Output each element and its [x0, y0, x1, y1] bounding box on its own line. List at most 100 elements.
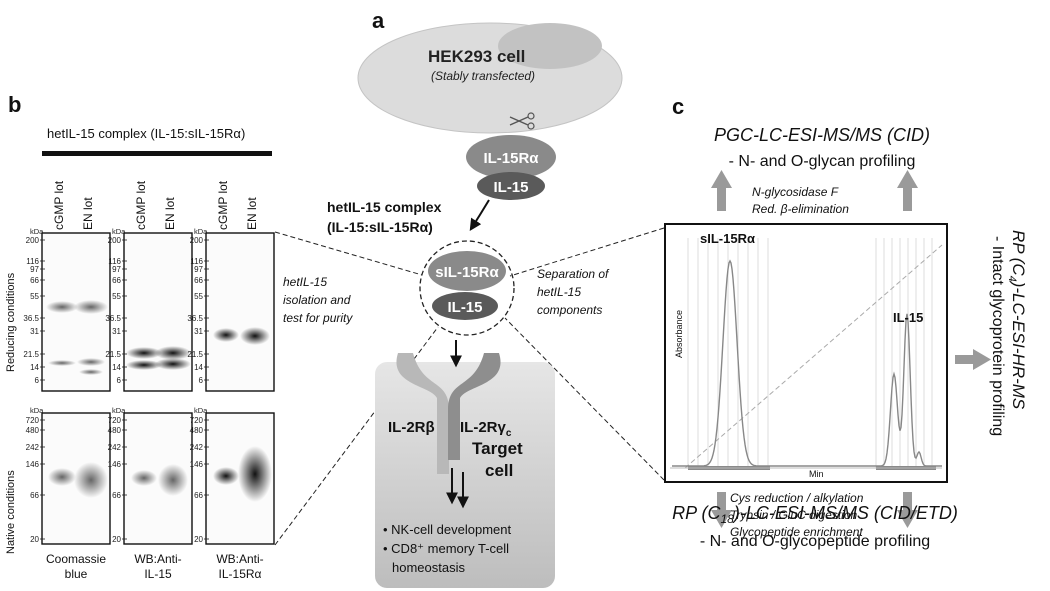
- tick-label: 200: [108, 236, 122, 245]
- gel-band: [126, 347, 162, 359]
- tick-label: 20: [194, 535, 203, 544]
- tick-label: 242: [26, 443, 40, 452]
- tick-label: 21.5: [105, 350, 121, 359]
- gel-header: hetIL-15 complex (IL-15:sIL-15Rα): [47, 126, 245, 141]
- kda-label: kDa: [194, 406, 208, 415]
- il2rg-chain: [448, 353, 501, 460]
- chromatogram-xlabel: Min: [809, 469, 824, 479]
- tick-label: 116: [26, 257, 39, 266]
- tick-label: 21.5: [187, 350, 203, 359]
- chromatogram-trace: [672, 259, 942, 467]
- connector-to-gel-top: [274, 231, 423, 276]
- gel-band: [238, 446, 272, 502]
- blot-caption: IL-15Rα: [219, 567, 262, 581]
- tick-label: 146: [108, 460, 122, 469]
- kda-label: kDa: [112, 227, 126, 236]
- tick-label: 116: [108, 257, 121, 266]
- blot-caption: Coomassie: [46, 552, 106, 566]
- gel-header-bar: [42, 151, 272, 156]
- gel-band: [155, 358, 191, 370]
- kda-label: kDa: [194, 227, 208, 236]
- gel-band: [126, 360, 162, 370]
- gel-band: [240, 327, 270, 345]
- tick-label: 66: [112, 491, 121, 500]
- blot-caption: WB:Anti-: [134, 552, 181, 566]
- blot-caption: IL-15: [144, 567, 172, 581]
- tick-label: 480: [26, 426, 40, 435]
- tick-label: 116: [190, 257, 203, 266]
- blot-caption: WB:Anti-: [216, 552, 263, 566]
- peptide-step-2: Trypsin / GluC digestion: [730, 508, 857, 522]
- lane-label: cGMP lot: [216, 180, 230, 230]
- kda-label: kDa: [30, 406, 44, 415]
- native-conditions-label: Native conditions: [5, 470, 17, 554]
- gel-band: [74, 462, 108, 498]
- lane-label: cGMP lot: [134, 180, 148, 230]
- target-label-2: cell: [485, 461, 513, 480]
- kda-label: kDa: [112, 406, 126, 415]
- connector-to-chrom-bottom: [504, 317, 665, 481]
- reducing-blot: [205, 232, 275, 392]
- tick-label: 480: [190, 426, 204, 435]
- reducing-conditions-label: Reducing conditions: [5, 272, 17, 372]
- peptide-step-1: Cys reduction / alkylation: [730, 491, 864, 505]
- gel-band: [213, 328, 239, 342]
- fraction-lines: [687, 238, 933, 468]
- outcome-bullet-2: • CD8⁺ memory T-cell: [383, 541, 509, 556]
- tick-label: 55: [30, 292, 39, 301]
- gel-band: [74, 300, 108, 314]
- tick-label: 146: [190, 460, 204, 469]
- panel-c-label: c: [672, 94, 684, 119]
- tick-label: 66: [112, 276, 121, 285]
- tick-label: 720: [26, 416, 40, 425]
- complex-circle: [419, 240, 515, 336]
- tick-label: 97: [30, 265, 39, 274]
- tick-label: 14: [194, 363, 203, 372]
- down-arrow-left: [711, 492, 732, 528]
- sil15ra-shape: [428, 251, 506, 291]
- blot-caption: blue: [65, 567, 88, 581]
- tick-label: 97: [194, 265, 203, 274]
- target-label-1: Target: [472, 439, 523, 458]
- hek293-title: HEK293 cell: [428, 47, 525, 66]
- gel-band: [48, 468, 76, 486]
- tick-label: 720: [108, 416, 122, 425]
- tick-label: 720: [190, 416, 204, 425]
- peptide-step-3: Glycopeptide enrichment: [730, 525, 863, 539]
- gel-band: [48, 360, 76, 366]
- lane-label: cGMP lot: [52, 180, 66, 230]
- tick-label: 6: [117, 376, 122, 385]
- il15-complex-label: IL-15: [447, 299, 482, 316]
- separation-note-3: components: [537, 303, 602, 317]
- tick-label: 55: [194, 292, 203, 301]
- panel-b: b hetIL-15 complex (IL-15:sIL-15Rα) Redu…: [5, 92, 275, 581]
- chromatogram-ylabel: Absorbance: [674, 310, 684, 358]
- tick-label: 66: [30, 276, 39, 285]
- hek293-nucleus: [498, 23, 602, 69]
- gel-band: [131, 470, 157, 486]
- tick-label: 200: [26, 236, 40, 245]
- tick-label: 66: [194, 491, 203, 500]
- tick-label: 31: [194, 327, 203, 336]
- hek293-subtitle: (Stably transfected): [431, 69, 535, 83]
- il15ra-membrane: [466, 135, 556, 179]
- blot-captions: CoomassieblueWB:Anti-IL-15WB:Anti-IL-15R…: [46, 552, 264, 581]
- il2rg-label: IL-2Rγc: [460, 419, 512, 439]
- gel-band: [77, 358, 105, 366]
- up-arrow-right: [897, 170, 918, 211]
- gel-band: [158, 464, 188, 496]
- sil15ra-label: sIL-15Rα: [435, 264, 499, 281]
- tick-label: 36.5: [105, 314, 121, 323]
- il2rb-chain: [396, 353, 449, 474]
- tick-label: 31: [112, 327, 121, 336]
- gel-band: [155, 346, 191, 360]
- rp-c4-subtitle: - Intact glycoprotein profiling: [989, 236, 1006, 436]
- gel-band: [213, 467, 239, 485]
- isolation-note-1: hetIL-15: [283, 275, 327, 289]
- panel-a: a HEK293 cell (Stably transfected) IL-15…: [274, 8, 665, 588]
- tick-label: 146: [26, 460, 40, 469]
- gel-band: [46, 301, 78, 313]
- il15-bound: [477, 172, 545, 200]
- panel-a-label: a: [372, 8, 385, 33]
